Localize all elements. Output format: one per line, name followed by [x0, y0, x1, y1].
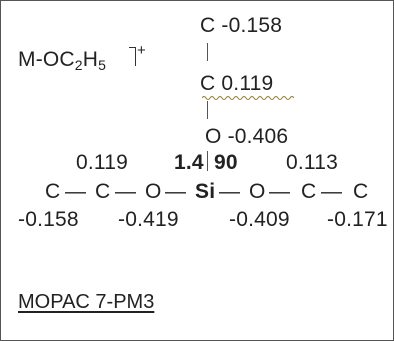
charge-c-end: -0.171: [327, 208, 388, 231]
top-carbon-label: C -0.158: [200, 14, 283, 37]
ion-label: M-OC2H5: [18, 48, 107, 73]
ion-bracket: [129, 47, 136, 66]
chain-carbon-1: C: [45, 180, 61, 203]
charge-c1: -0.158: [18, 208, 79, 231]
silicon-atom: Si: [195, 180, 216, 203]
mid-bond-line: [207, 101, 208, 119]
chain-carbon-4: C: [353, 180, 369, 203]
method-label: MOPAC 7-PM3: [18, 291, 155, 313]
chain-oxygen-right: O: [249, 180, 266, 203]
charge-o-right: -0.409: [229, 208, 290, 231]
chain-carbon-2: C: [95, 180, 111, 203]
si-bond-right: 90: [214, 151, 238, 174]
right-upper-charge: 0.113: [286, 151, 338, 174]
si-o-bond-line: [207, 151, 208, 171]
oxygen-top-label: O -0.406: [205, 125, 289, 148]
bond-dash-2: —: [115, 180, 137, 203]
bond-dash-5: —: [269, 180, 291, 203]
bond-dash-3: —: [165, 180, 187, 203]
charge-o-left: -0.419: [118, 208, 179, 231]
bond-dash-1: —: [65, 180, 87, 203]
left-upper-charge: 0.119: [76, 151, 128, 174]
chain-carbon-3: C: [301, 180, 317, 203]
bond-dash-6: —: [321, 180, 343, 203]
si-bond-left: 1.4: [174, 151, 204, 174]
mid-carbon-charge: 0.119: [221, 72, 274, 95]
top-bond-line: [207, 43, 208, 61]
spellcheck-underline: [202, 96, 294, 100]
mid-carbon-label: C 0.119: [200, 72, 274, 95]
bond-dash-4: —: [219, 180, 241, 203]
chain-oxygen-left: O: [145, 180, 162, 203]
ion-charge: +: [137, 42, 146, 59]
